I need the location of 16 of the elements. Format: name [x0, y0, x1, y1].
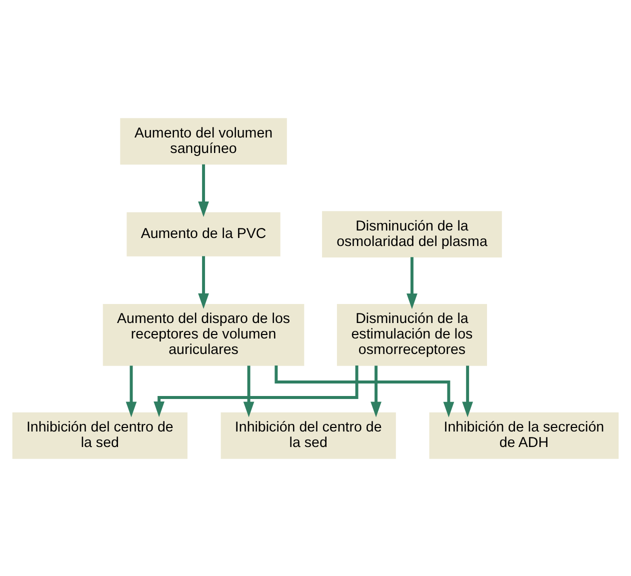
node-box: Inhibición de la secreción de ADH — [429, 412, 619, 458]
node-box: Inhibición del centro de la sed — [220, 412, 396, 458]
arrow — [198, 256, 209, 308]
arrow — [243, 365, 254, 417]
node-box: Aumento del volumen sanguíneo — [120, 118, 287, 164]
arrow — [370, 365, 382, 417]
node-box: Disminución de la osmolaridad del plasma — [322, 210, 502, 258]
arrow — [198, 164, 209, 217]
arrow — [126, 365, 137, 417]
node-box: Disminución de la estimulación de los osmorreceptores — [336, 303, 488, 366]
node-box: Aumento de la PVC — [126, 212, 280, 256]
node-box: Inhibición del centro de la sed — [12, 412, 188, 458]
arrow — [462, 365, 473, 417]
arrow — [406, 256, 418, 309]
node-box: Aumento del disparo de los receptores de volumen auriculares — [102, 303, 304, 366]
arrow — [154, 364, 358, 417]
